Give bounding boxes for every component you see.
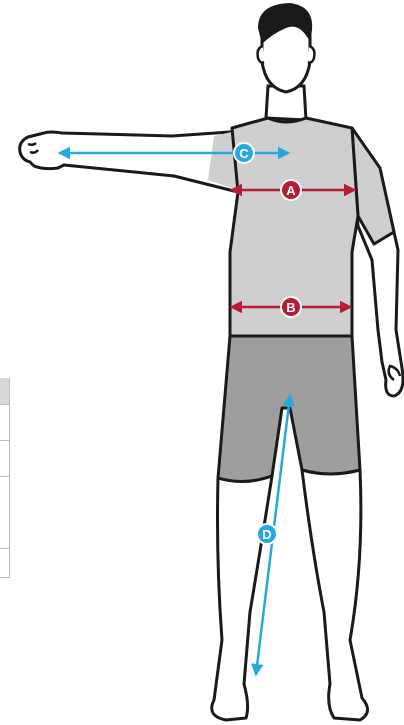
left-leg xyxy=(212,476,272,720)
marker-b-badge: B xyxy=(281,297,301,317)
marker-b-letter: B xyxy=(286,300,295,315)
ear-left xyxy=(258,46,264,63)
marker-a-badge: A xyxy=(281,180,301,200)
marker-d-letter: D xyxy=(262,527,271,542)
marker-d-badge: D xyxy=(257,524,277,544)
marker-c-badge: C xyxy=(234,143,254,163)
ear-right xyxy=(308,46,314,63)
right-leg xyxy=(302,470,368,720)
marker-a-letter: A xyxy=(286,183,296,198)
marker-c-letter: C xyxy=(239,146,249,161)
